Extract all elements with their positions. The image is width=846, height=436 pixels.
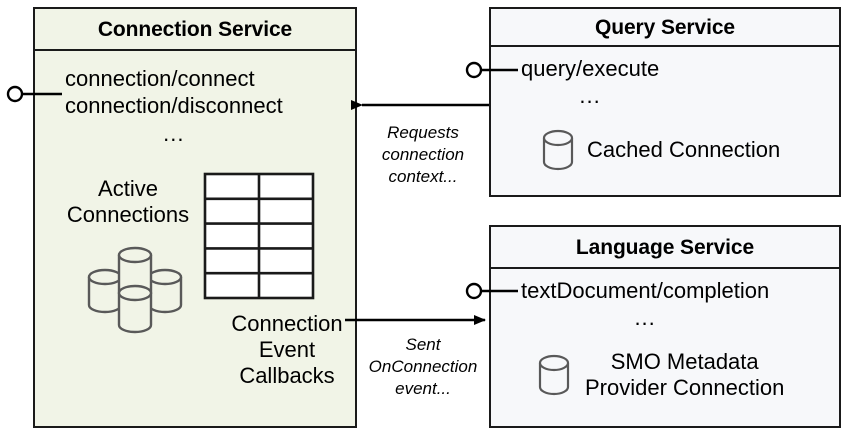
language-service-endpoints-ellipsis: ... (634, 305, 656, 331)
database-cylinder-icon (537, 352, 571, 398)
smo-metadata-provider-label-line2: Provider Connection (585, 375, 785, 401)
callbacks-label-line2: Event (258, 336, 316, 362)
endpoint-connection-disconnect: connection/disconnect (65, 93, 283, 119)
caption-requests-line3: context... (388, 167, 458, 187)
connection-service-body: connection/connect connection/disconnect… (35, 51, 355, 426)
active-connections-label-line2: Connections (66, 201, 190, 227)
caption-sent-line3: event... (395, 379, 451, 399)
active-connections-label-line1: Active (98, 176, 158, 201)
caption-requests-line1: Requests (387, 123, 459, 142)
cached-connection-label: Cached Connection (587, 136, 781, 162)
language-service-title-bar: Language Service (491, 227, 839, 269)
connection-event-callbacks-label: Connection Event Callbacks (211, 311, 363, 389)
query-service-title: Query Service (595, 15, 735, 39)
connector-caption-requests-connection-context: Requests connection context... (358, 122, 488, 188)
connection-service-title: Connection Service (97, 17, 293, 41)
smo-metadata-provider-label-line1: SMO Metadata (610, 349, 759, 374)
database-cluster-icon (77, 243, 193, 339)
connection-service-title-bar: Connection Service (35, 9, 355, 51)
callbacks-label-line3: Callbacks (239, 362, 335, 388)
endpoint-connection-connect: connection/connect (65, 66, 255, 91)
callbacks-label-line1: Connection (231, 311, 343, 336)
connection-service-endpoints-ellipsis: ... (163, 120, 185, 146)
query-service-endpoints-ellipsis: ... (579, 83, 601, 109)
query-service-title-bar: Query Service (491, 9, 839, 47)
query-service-body: query/execute ... Cached Connection (491, 47, 839, 195)
connection-service-endpoints: connection/connect connection/disconnect… (65, 65, 283, 147)
cached-connection-store: Cached Connection (541, 127, 780, 173)
caption-sent-line1: Sent (405, 335, 441, 354)
language-service-endpoints: textDocument/completion ... (521, 277, 769, 332)
component-connection-service[interactable]: Connection Service connection/connect co… (33, 7, 357, 428)
query-service-endpoints: query/execute ... (521, 55, 659, 110)
endpoint-textdocument-completion: textDocument/completion (521, 278, 770, 303)
language-service-title: Language Service (575, 235, 755, 259)
endpoint-query-execute: query/execute (521, 56, 660, 81)
caption-requests-line2: connection (381, 145, 465, 165)
smo-metadata-provider-label: SMO Metadata Provider Connection (585, 349, 784, 402)
component-query-service[interactable]: Query Service query/execute ... Cached C… (489, 7, 841, 197)
table-grid-icon (203, 172, 315, 300)
active-connections-label: Active Connections (43, 176, 213, 228)
smo-metadata-provider-store: SMO Metadata Provider Connection (537, 349, 784, 402)
database-cylinder-icon (541, 127, 575, 173)
component-language-service[interactable]: Language Service textDocument/completion… (489, 225, 841, 428)
language-service-body: textDocument/completion ... SMO Metadata… (491, 269, 839, 426)
caption-sent-line2: OnConnection (368, 357, 478, 377)
connector-caption-sent-onconnection-event: Sent OnConnection event... (358, 334, 488, 400)
